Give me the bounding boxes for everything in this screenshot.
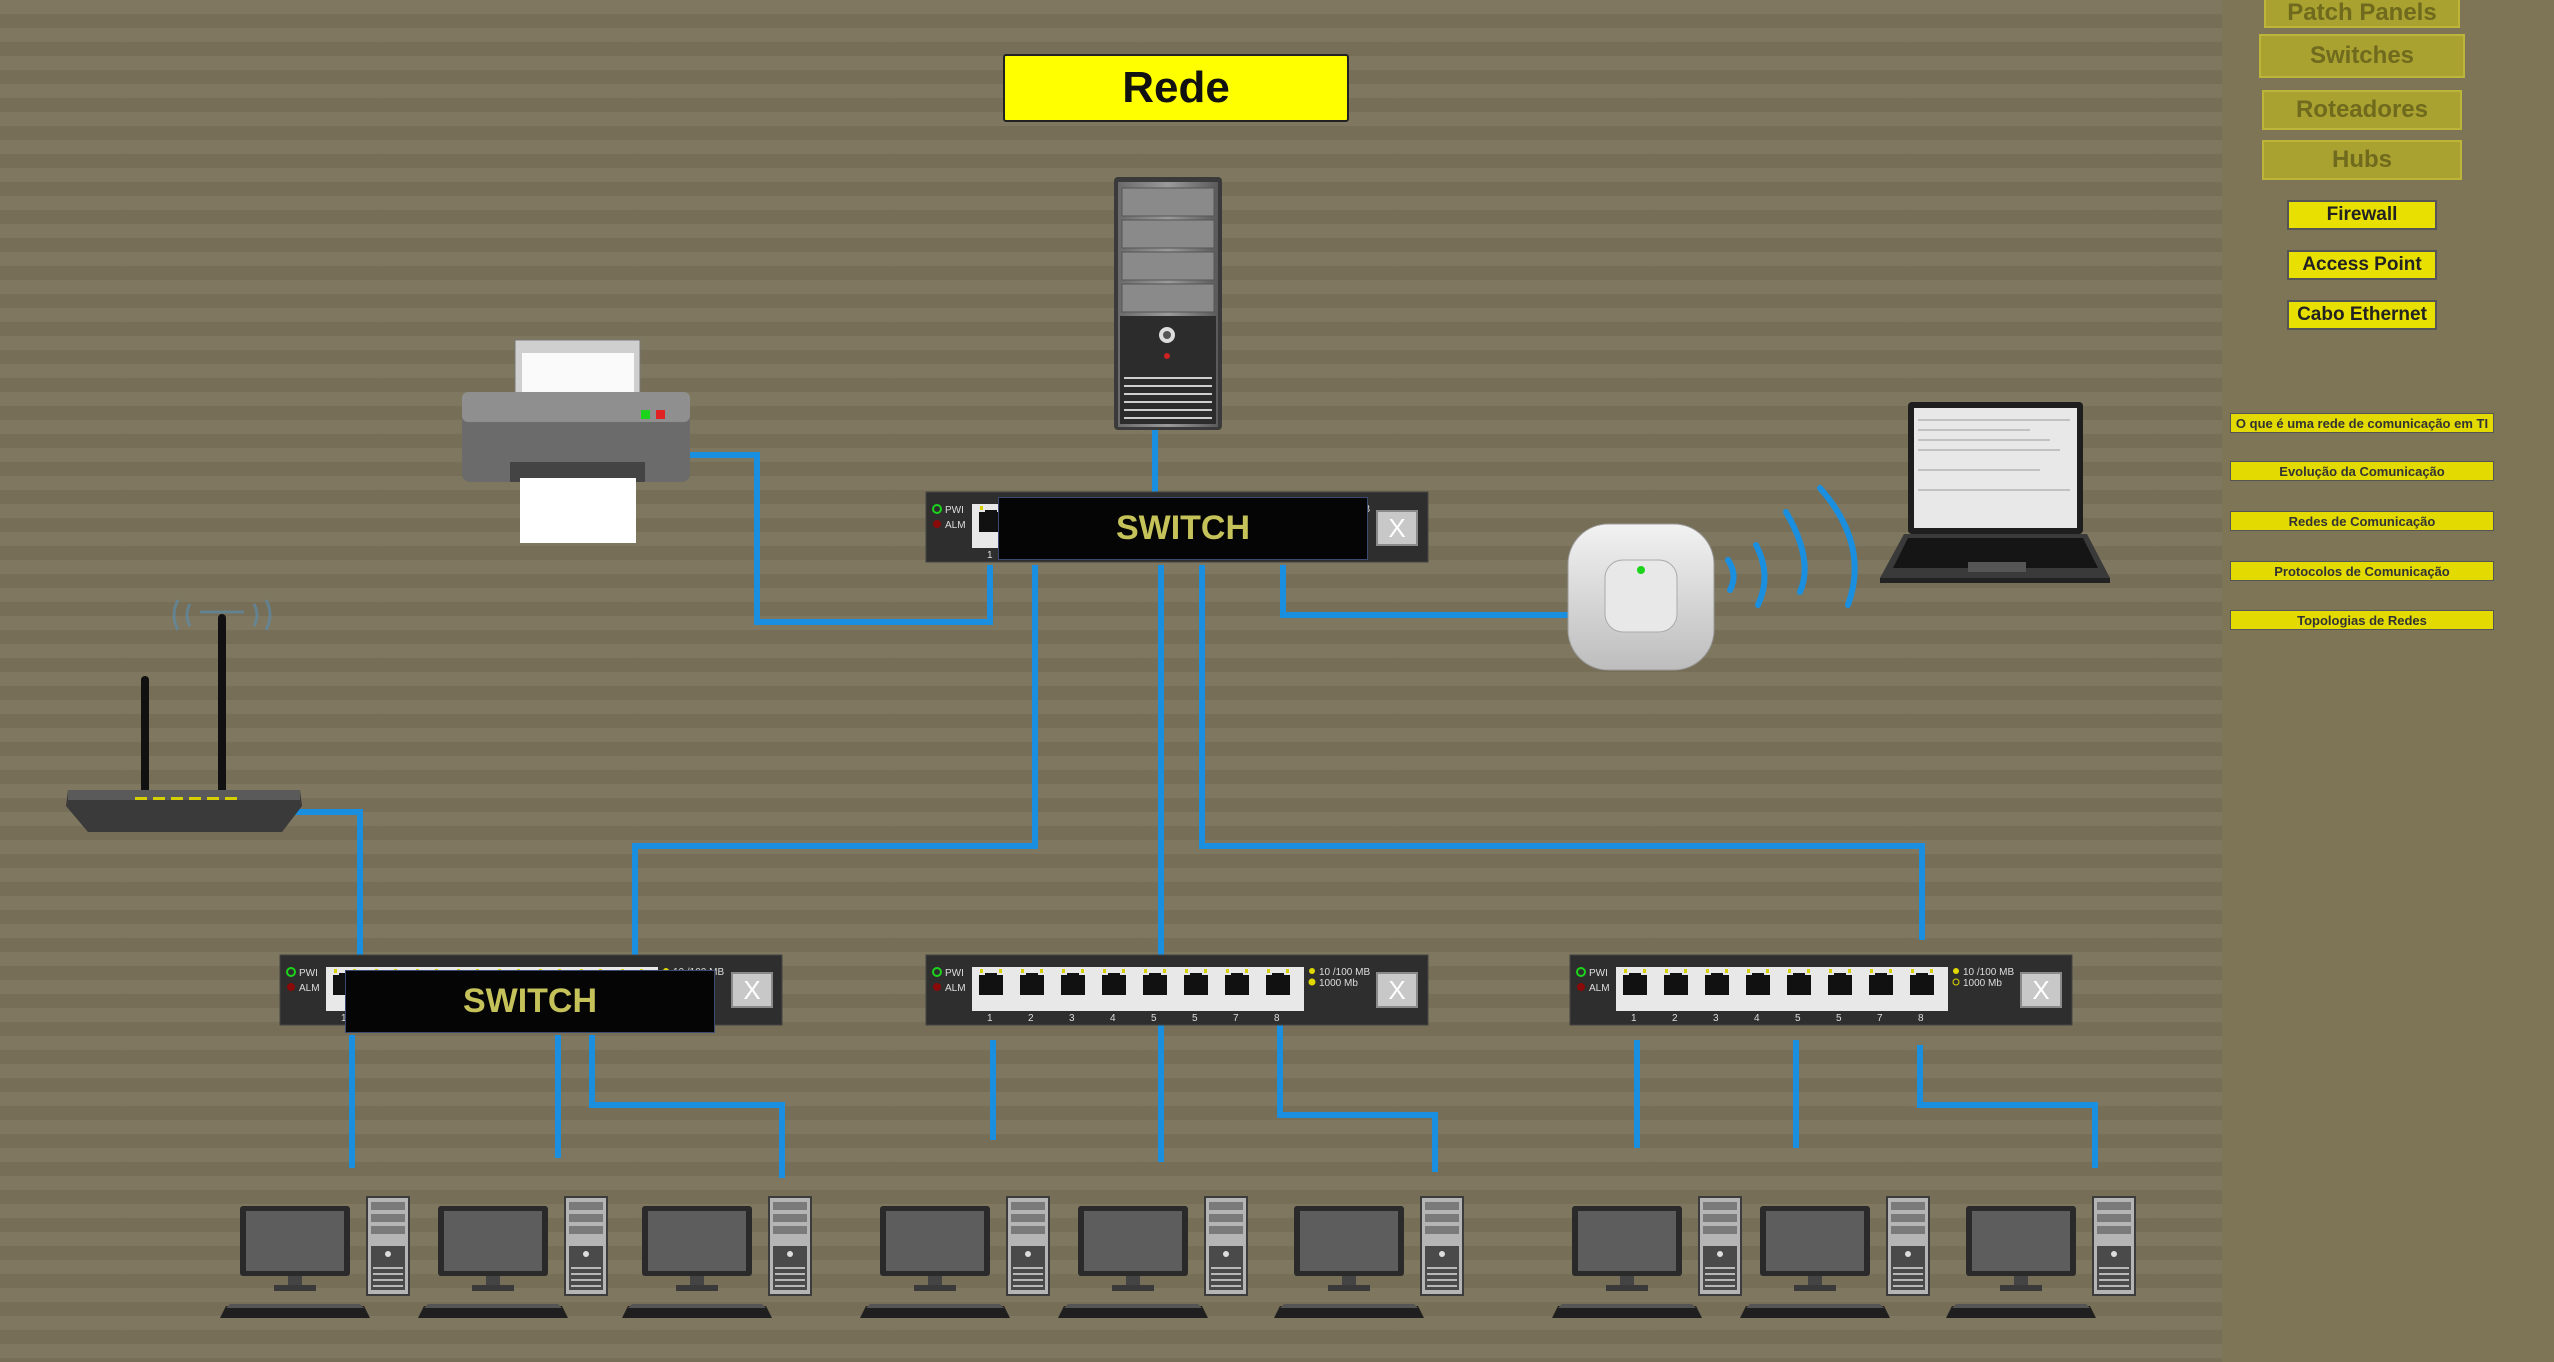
port-number: 2 <box>1028 1013 1034 1024</box>
ethernet-port <box>1017 969 1047 999</box>
right-switch-close-button[interactable]: X <box>2020 972 2062 1008</box>
nav-access-point-button[interactable]: Access Point <box>2287 250 2437 280</box>
topic-link-3[interactable]: Redes de Comunicação <box>2230 511 2494 531</box>
nav-cabo-ethernet-button[interactable]: Cabo Ethernet <box>2287 300 2437 330</box>
left-switch-label[interactable]: SWITCH <box>345 970 715 1033</box>
ethernet-port <box>1263 969 1293 999</box>
speed-led <box>1953 968 1959 974</box>
port-number: 5 <box>1795 1013 1801 1024</box>
topic-link-1[interactable]: O que é uma rede de comunicação em TI <box>2230 413 2494 433</box>
port-number: 3 <box>1069 1013 1075 1024</box>
page-title: Rede <box>1003 54 1349 122</box>
port-number: 7 <box>1877 1013 1883 1024</box>
ethernet-port <box>976 969 1006 999</box>
pwr-label: PWI <box>945 968 964 979</box>
nav-hubs-button[interactable]: Hubs <box>2262 140 2462 180</box>
ethernet-port <box>1907 969 1937 999</box>
alm-led <box>933 520 941 528</box>
port-number: 8 <box>1918 1013 1924 1024</box>
ethernet-port <box>1743 969 1773 999</box>
port-number: 4 <box>1754 1013 1760 1024</box>
speed-led <box>1308 978 1316 986</box>
topic-link-2[interactable]: Evolução da Comunicação <box>2230 461 2494 481</box>
router-icon <box>66 599 302 832</box>
printer-icon <box>462 339 690 543</box>
topic-link-4[interactable]: Protocolos de Comunicação <box>2230 561 2494 581</box>
speed-label-1: 10 /100 MB <box>1963 967 2014 978</box>
ethernet-port <box>1222 969 1252 999</box>
ethernet-cables <box>295 430 2098 1178</box>
nav-switches-button[interactable]: Switches <box>2259 34 2465 78</box>
port-number: 2 <box>1672 1013 1678 1024</box>
alm-label: ALM <box>1589 983 1610 994</box>
pwr-led <box>932 967 942 977</box>
alm-led <box>287 983 295 991</box>
server-tower-icon <box>1114 177 1222 430</box>
pwr-led <box>286 967 296 977</box>
port-number: 7 <box>1233 1013 1239 1024</box>
main-switch-label[interactable]: SWITCH <box>998 497 1368 560</box>
access-point-icon <box>1567 485 1858 671</box>
port-number: 1 <box>987 550 993 561</box>
ethernet-port <box>1784 969 1814 999</box>
port-number: 5 <box>1836 1013 1842 1024</box>
speed-led <box>1309 968 1315 974</box>
ethernet-port <box>1099 969 1129 999</box>
pwr-label: PWI <box>945 505 964 516</box>
left-switch-close-button[interactable]: X <box>731 972 773 1008</box>
port-number: 1 <box>1631 1013 1637 1024</box>
pwr-led <box>932 504 942 514</box>
ethernet-port <box>1866 969 1896 999</box>
mid-switch-close-button[interactable]: X <box>1376 972 1418 1008</box>
alm-label: ALM <box>945 983 966 994</box>
ethernet-port <box>1661 969 1691 999</box>
port-number: 8 <box>1274 1013 1280 1024</box>
pwr-label: PWI <box>299 968 318 979</box>
pwr-label: PWI <box>1589 968 1608 979</box>
ethernet-port <box>1058 969 1088 999</box>
ethernet-port <box>1825 969 1855 999</box>
pwr-led <box>1576 967 1586 977</box>
alm-led <box>933 983 941 991</box>
alm-led <box>1577 983 1585 991</box>
alm-label: ALM <box>299 983 320 994</box>
laptop-icon <box>1880 402 2110 583</box>
port-number: 1 <box>987 1013 993 1024</box>
speed-label-2: 1000 Mb <box>1963 978 2002 989</box>
nav-patch-panels-button[interactable]: Patch Panels <box>2264 0 2460 28</box>
port-number: 5 <box>1192 1013 1198 1024</box>
alm-label: ALM <box>945 520 966 531</box>
desktop-computer-icon <box>219 1195 2137 1319</box>
ethernet-port <box>1702 969 1732 999</box>
port-number: 4 <box>1110 1013 1116 1024</box>
nav-firewall-button[interactable]: Firewall <box>2287 200 2437 230</box>
topic-link-5[interactable]: Topologias de Redes <box>2230 610 2494 630</box>
port-number: 3 <box>1713 1013 1719 1024</box>
ethernet-port <box>1620 969 1650 999</box>
port-number: 5 <box>1151 1013 1157 1024</box>
main-switch-close-button[interactable]: X <box>1376 510 1418 546</box>
port-number: 1 <box>341 1013 347 1024</box>
speed-label-1: 10 /100 MB <box>1319 967 1370 978</box>
speed-led <box>1952 978 1960 986</box>
nav-roteadores-button[interactable]: Roteadores <box>2262 90 2462 130</box>
ethernet-port <box>1181 969 1211 999</box>
speed-label-2: 1000 Mb <box>1319 978 1358 989</box>
ethernet-port <box>1140 969 1170 999</box>
